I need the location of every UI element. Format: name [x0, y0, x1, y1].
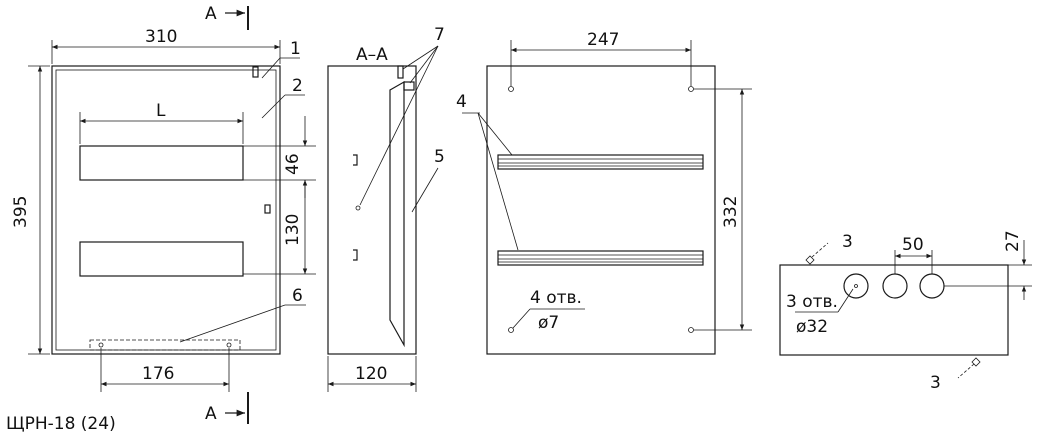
back-holes-dia: ø7 — [538, 313, 559, 333]
front-opening-bottom — [79, 241, 244, 277]
front-hinge-detail — [264, 204, 271, 214]
section-view: A–A 120 7 5 — [327, 25, 445, 392]
back-view: 247 332 4 4 отв. ø7 — [456, 30, 752, 355]
section-title: A–A — [356, 45, 388, 65]
back-hole-tl — [508, 86, 514, 92]
callout-3-bottom: 3 — [930, 373, 941, 393]
back-din-rail-top — [497, 154, 704, 170]
dim-opening-spacing: 130 — [283, 214, 303, 246]
callout-1: 1 — [290, 39, 301, 59]
back-din-rail-bottom — [497, 250, 704, 266]
section-rail-clip-bottom — [353, 249, 358, 261]
top-holes-dia: ø32 — [796, 317, 828, 337]
front-opening-top — [79, 145, 244, 181]
dim-top-offset: 27 — [1003, 230, 1023, 252]
back-hole-tr — [688, 86, 694, 92]
dim-depth: 120 — [355, 364, 387, 384]
front-view: A A 310 395 L 46 130 176 — [11, 4, 316, 424]
section-rail-clip-top — [353, 154, 358, 166]
front-din-rail — [89, 339, 241, 351]
dim-rail-width: 176 — [142, 364, 174, 384]
callout-7: 7 — [434, 25, 445, 45]
section-label-top: A — [205, 4, 217, 24]
top-screw-bottom — [971, 357, 981, 367]
callout-5: 5 — [434, 147, 445, 167]
section-mount-hole — [355, 205, 361, 211]
top-hole-1 — [843, 273, 869, 299]
drawing-caption: ЩРН-18 (24) — [6, 414, 116, 434]
top-holes-count: 3 отв. — [786, 292, 838, 312]
dim-top-spacing: 50 — [902, 235, 924, 255]
back-hole-br — [688, 327, 694, 333]
dim-front-height: 395 — [11, 196, 31, 228]
top-screw-top — [805, 255, 815, 265]
dim-back-spacing-x: 247 — [587, 30, 619, 50]
back-body-outline — [486, 65, 716, 355]
section-body-outline — [327, 65, 417, 355]
section-door-profile — [389, 80, 405, 348]
rail-screw-right — [226, 342, 232, 348]
callout-4: 4 — [456, 92, 467, 112]
section-label-bottom: A — [205, 404, 217, 424]
dim-opening-width: L — [156, 101, 166, 121]
dim-back-spacing-y: 332 — [721, 196, 741, 228]
top-view: 50 27 3 отв. ø32 3 3 — [779, 230, 1032, 393]
dim-opening-height: 46 — [283, 153, 303, 175]
dim-front-width: 310 — [145, 27, 177, 47]
front-body-outline — [51, 65, 281, 355]
front-lock-detail — [252, 66, 259, 78]
back-hole-bl — [508, 327, 514, 333]
rail-screw-left — [98, 342, 104, 348]
callout-2: 2 — [292, 76, 303, 96]
back-holes-count: 4 отв. — [530, 288, 582, 308]
top-body-outline — [779, 264, 1009, 356]
callout-3-top: 3 — [842, 232, 853, 252]
callout-6: 6 — [292, 286, 303, 306]
